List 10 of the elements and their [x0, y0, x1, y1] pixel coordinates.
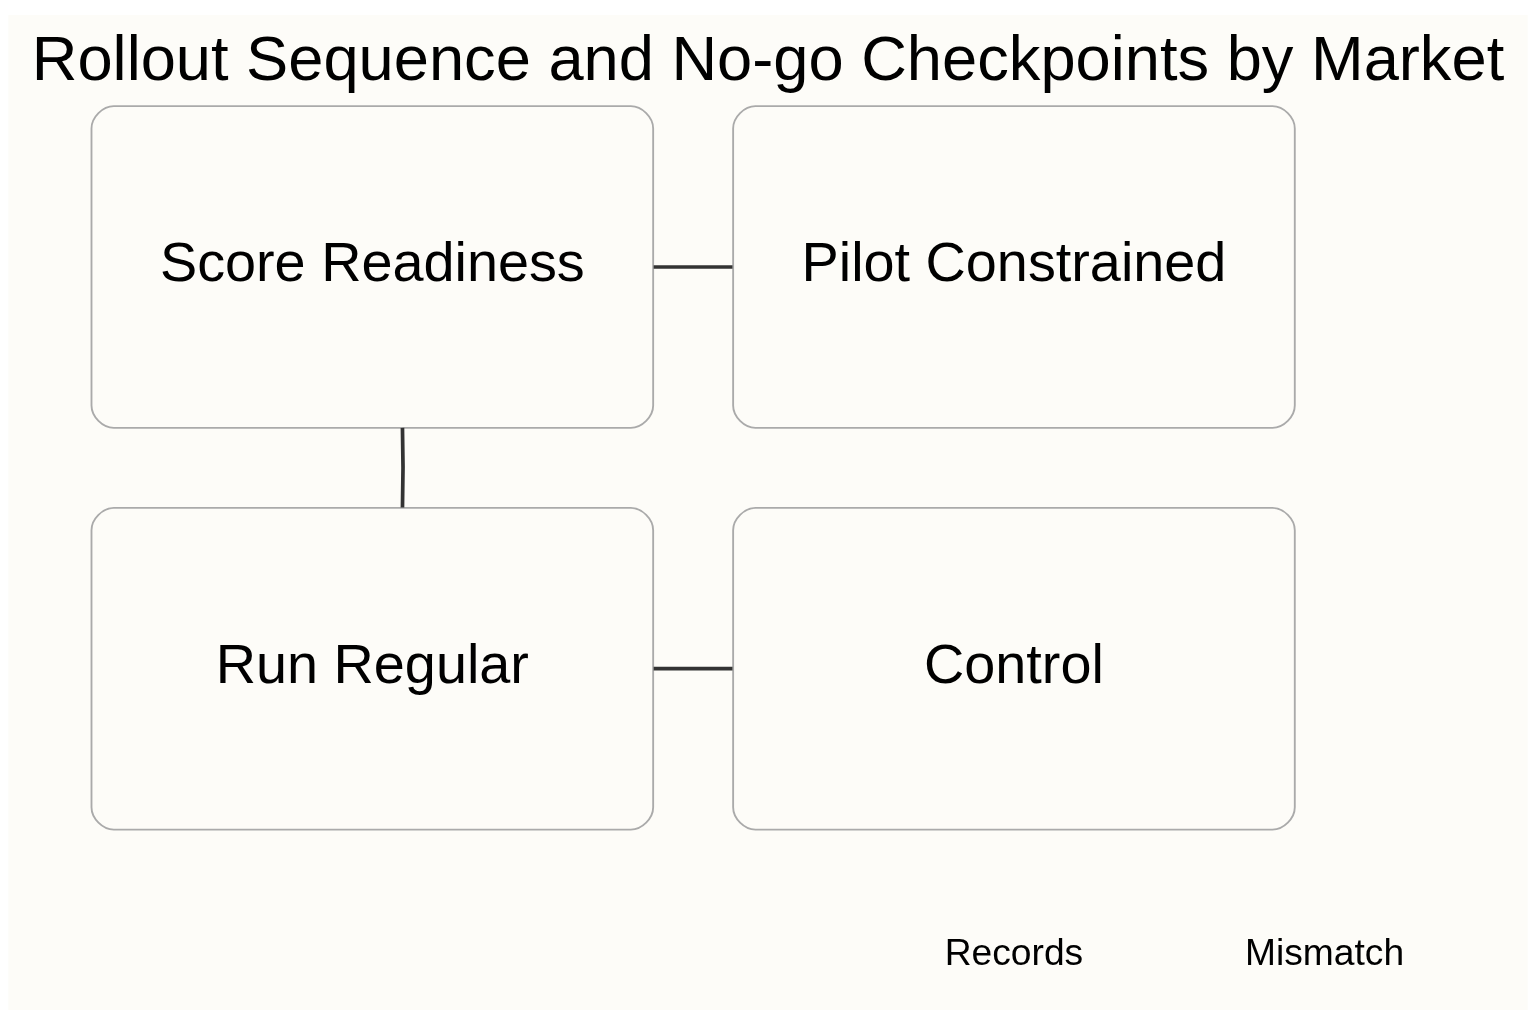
label: Mismatch — [1244, 930, 1405, 973]
connector — [400, 427, 405, 507]
label: Records — [944, 930, 1084, 973]
node-box: Control — [732, 506, 1296, 831]
node-box: Score Readiness — [90, 104, 655, 429]
node-box: Run Regular — [90, 506, 655, 831]
connector — [653, 264, 733, 269]
diagram-title: Rollout Sequence and No-go Checkpoints by Market — [31, 22, 1505, 93]
connector — [653, 666, 733, 671]
node-box: Pilot Constrained — [732, 104, 1296, 429]
